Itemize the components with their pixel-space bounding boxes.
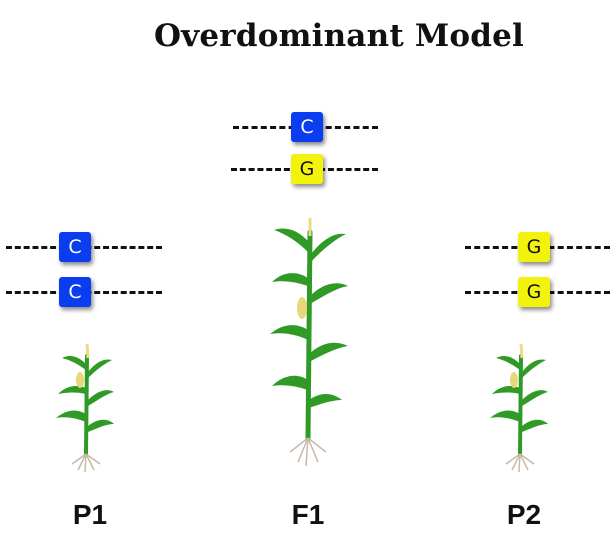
p1-chromosome-bottom: C xyxy=(6,277,162,307)
f1-corn-plant-icon xyxy=(270,218,348,467)
allele-c-box: C xyxy=(291,112,323,142)
f1-label: F1 xyxy=(291,499,325,530)
p1-corn-plant-icon xyxy=(56,343,114,473)
p2-chromosome-bottom: G xyxy=(465,277,610,307)
f1-chromosome-bottom: G xyxy=(231,154,378,184)
allele-g-box: G xyxy=(518,232,550,262)
p1-chromosome-top: C xyxy=(6,232,162,262)
allele-g-box: G xyxy=(518,277,550,307)
p1-label: P1 xyxy=(72,499,108,530)
p2-corn-plant-icon xyxy=(490,343,548,473)
diagram-title: Overdominant Model xyxy=(153,18,525,54)
f1-chromosome-top: C xyxy=(233,112,378,142)
allele-c-box: C xyxy=(59,277,91,307)
p2-label: P2 xyxy=(506,499,542,530)
p2-chromosome-top: G xyxy=(465,232,610,262)
allele-g-box: G xyxy=(291,154,323,184)
allele-c-box: C xyxy=(59,232,91,262)
